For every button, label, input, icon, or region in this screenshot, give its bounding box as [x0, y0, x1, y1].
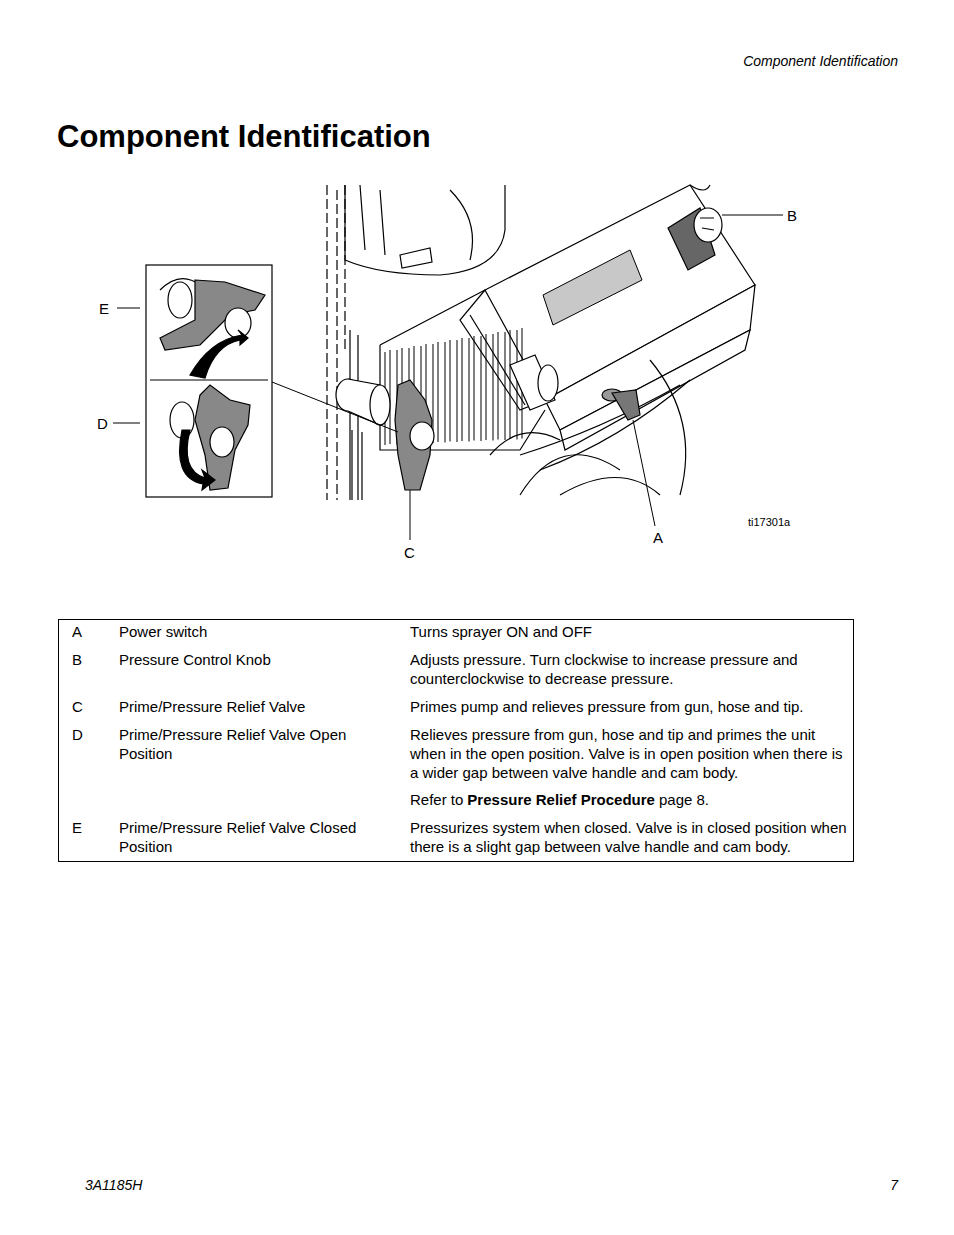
table-cell: Prime/Pressure Relief Valve Closed Posit…	[119, 818, 379, 856]
prime-valve	[336, 379, 434, 500]
document-number: 3A1185H	[85, 1176, 142, 1195]
table-cell: A	[72, 622, 82, 641]
table-cell: Primes pump and relieves pressure from g…	[410, 697, 850, 716]
fin-stroke	[493, 332, 498, 441]
fin-stroke	[469, 336, 474, 442]
table-cell: Turns sprayer ON and OFF	[410, 622, 850, 641]
power-switch	[602, 389, 640, 420]
fin-stroke	[505, 330, 510, 440]
valve-inset	[146, 265, 272, 497]
leader-lines	[113, 215, 783, 540]
callout-letter: D	[97, 414, 108, 433]
callout-letter: E	[99, 299, 109, 318]
running-header: Component Identification	[743, 52, 898, 71]
table-cell: page 8.	[659, 790, 709, 809]
table-cell: E	[72, 818, 82, 837]
page-number: 7	[890, 1176, 898, 1195]
callout-letter: C	[404, 543, 415, 562]
callout-letter: A	[653, 528, 663, 547]
fin-stroke	[433, 342, 438, 443]
fin-stroke	[445, 340, 450, 443]
pressure-knob	[668, 208, 722, 270]
table-cell: Pressure Relief Procedure	[467, 790, 655, 809]
table-cell: Refer to	[410, 790, 463, 809]
table-cell: Prime/Pressure Relief Valve	[119, 697, 399, 716]
figure-id: ti17301a	[748, 513, 790, 532]
hose-fitting	[510, 355, 558, 410]
table-cell: B	[72, 650, 82, 669]
fin-stroke	[457, 338, 462, 442]
table-cell: Prime/Pressure Relief Valve Open Positio…	[119, 725, 369, 763]
callout-letter: B	[787, 206, 797, 225]
table-cell: C	[72, 697, 83, 716]
table-cell: Pressurizes system when closed. Valve is…	[410, 818, 852, 856]
fin-stroke	[481, 334, 486, 441]
table-cell: Adjusts pressure. Turn clockwise to incr…	[410, 650, 850, 688]
table-cell: D	[72, 725, 83, 744]
table-border	[59, 620, 854, 862]
page-heading: Component Identification	[57, 119, 431, 155]
table-cell: Power switch	[119, 622, 399, 641]
sprayer-outline	[327, 185, 755, 500]
table-cell: Pressure Control Knob	[119, 650, 399, 669]
table-cell: Relieves pressure from gun, hose and tip…	[410, 725, 852, 782]
